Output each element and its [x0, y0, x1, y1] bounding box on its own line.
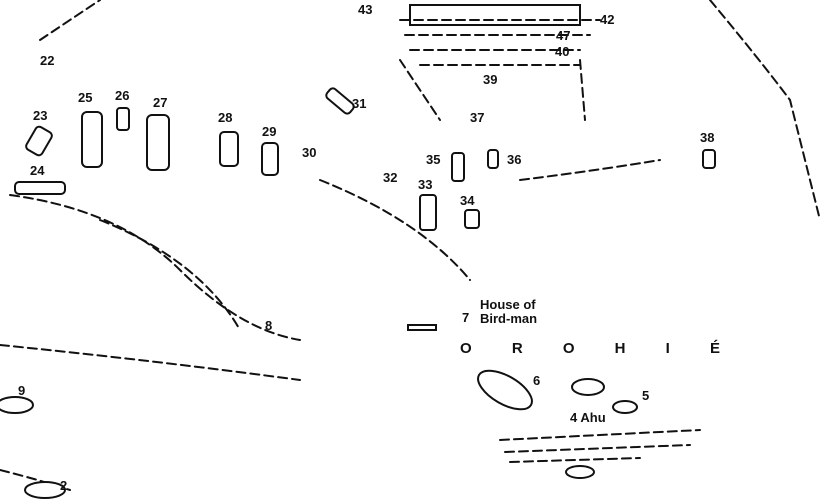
- marker-37: 37: [470, 110, 485, 125]
- slope-line: [99, 219, 241, 331]
- marker-35: 35: [426, 152, 441, 167]
- marker-38: 38: [700, 130, 715, 145]
- marker-8: 8: [265, 318, 273, 333]
- ground-line: [0, 344, 301, 381]
- marker-2: 2: [60, 478, 68, 493]
- marker-7: 7: [462, 310, 470, 325]
- marker-26: 26: [115, 88, 130, 103]
- bird-man-house-marker: [407, 324, 437, 331]
- ridge-line-right: [709, 0, 820, 221]
- horizon-line: [519, 159, 661, 181]
- marker-43: 43: [358, 2, 373, 17]
- marker-34: 34: [460, 193, 475, 208]
- ahu-label: 4 Ahu: [570, 410, 606, 425]
- marker-47: 47: [556, 28, 571, 43]
- ridge-line-mid: [319, 179, 471, 281]
- marker-32: 32: [383, 170, 398, 185]
- marker-5: 5: [642, 388, 650, 403]
- moai-statues: [0, 87, 716, 499]
- quarry-structure: [399, 4, 601, 121]
- marker-24: 24: [30, 163, 45, 178]
- marker-23: 23: [33, 108, 48, 123]
- house-of-label: House of: [480, 297, 536, 312]
- marker-29: 29: [262, 124, 277, 139]
- marker-9: 9: [18, 383, 26, 398]
- marker-36: 36: [507, 152, 522, 167]
- marker-42: 42: [600, 12, 615, 27]
- orohie-place-name: O R O H I É: [460, 340, 739, 357]
- marker-30: 30: [302, 145, 317, 160]
- marker-39: 39: [483, 72, 498, 87]
- marker-22: 22: [40, 53, 55, 68]
- marker-27: 27: [153, 95, 168, 110]
- marker-28: 28: [218, 110, 233, 125]
- marker-33: 33: [418, 177, 433, 192]
- marker-6: 6: [533, 373, 541, 388]
- ground-line-bottom: [0, 469, 71, 491]
- ridge-line-left: [9, 194, 301, 341]
- ridge-line-top-left: [39, 0, 101, 41]
- marker-31: 31: [352, 96, 367, 111]
- ahu-platform: [499, 429, 701, 463]
- marker-40: 40: [555, 44, 570, 59]
- bird-man-label: Bird-man: [480, 311, 538, 326]
- marker-25: 25: [78, 90, 93, 105]
